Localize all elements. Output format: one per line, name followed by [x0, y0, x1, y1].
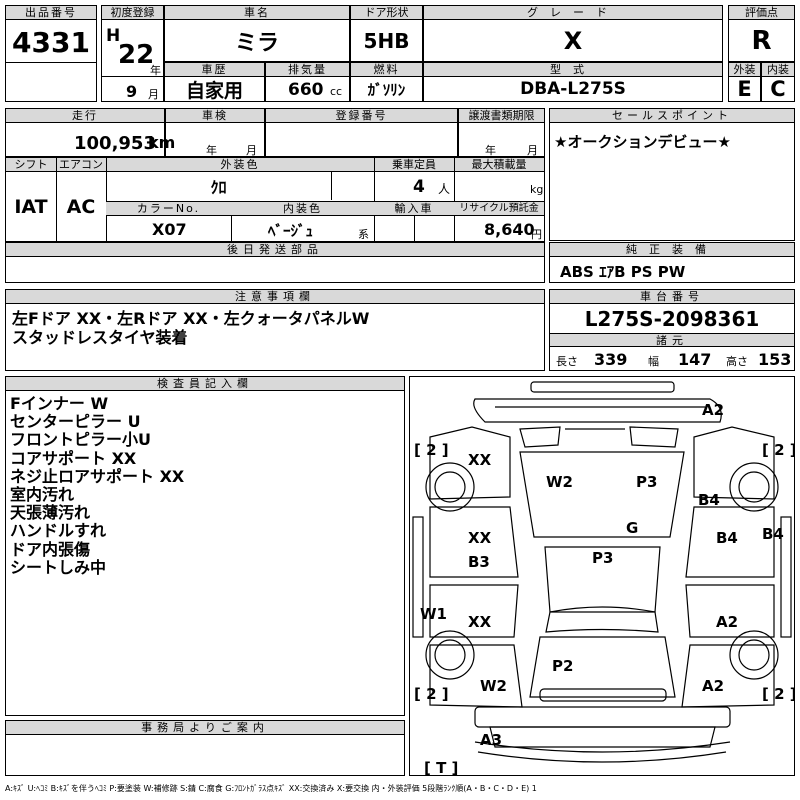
damage-mark-21: A3 [480, 731, 502, 749]
damage-mark-6: B4 [698, 491, 720, 509]
notes-box: 注意事項欄 左Fドア XX・左Rドア XX・左クォータパネルW スタッドレスタイ… [5, 289, 545, 371]
damage-mark-3: XX [468, 451, 492, 469]
score: R [751, 26, 772, 56]
inspector-remark-2: フロントピラー小U [10, 430, 151, 450]
registration-number-box: 登録番号 [265, 108, 458, 157]
color-number: X07 [152, 220, 187, 239]
notes-line-1: 左Fドア XX・左Rドア XX・左クォータパネルW [12, 309, 370, 328]
damage-mark-12: P3 [592, 549, 613, 567]
registration-month: 9 [126, 82, 138, 101]
genuine-equipment: ABS ｴｱB PS PW [560, 263, 686, 281]
specs-block: シフト エアコン 外装色 乗車定員 最大積載量 IAT AC ｸﾛ 4 人 kg… [5, 157, 545, 242]
notes-line-2: スタッドレスタイヤ装着 [12, 328, 188, 347]
length-value: 339 [594, 350, 628, 369]
car-name-box: 車名 ミラ [164, 5, 350, 62]
exterior-color: ｸﾛ [210, 178, 227, 197]
car-name: ミラ [234, 31, 279, 56]
height-value: 153 [758, 350, 792, 369]
lot-number-header: 出品番号 [6, 6, 96, 20]
fuel-box: 燃料 ｶﾞｿﾘﾝ [350, 62, 423, 102]
inspector-remark-5: 室内汚れ [10, 485, 75, 505]
first-registration-box: 初度登録 H 22 年 9 月 [101, 5, 164, 102]
chassis-number: L275S-2098361 [584, 307, 760, 331]
lot-number-box: 出品番号 4331 [5, 5, 97, 102]
damage-mark-18: A2 [702, 677, 724, 695]
recycle-deposit: 8,640 [484, 220, 535, 239]
damage-mark-10: B4 [762, 525, 784, 543]
displacement-box: 排気量 660 cc [265, 62, 350, 102]
damage-mark-2: [ 2 ] [762, 441, 794, 459]
shift: IAT [14, 195, 48, 218]
era: H [106, 26, 121, 46]
damage-mark-14: XX [468, 613, 492, 631]
inspector-remark-7: ハンドルすれ [10, 521, 107, 541]
damage-mark-11: B3 [468, 553, 490, 571]
damage-mark-16: P2 [552, 657, 573, 675]
office-notice-box: 事務局よりご案内 [5, 720, 405, 776]
displacement: 660 [288, 80, 324, 100]
exterior-grade: E [737, 77, 752, 101]
later-parts-box: 後日発送部品 [5, 242, 545, 283]
model-code: DBA-L275S [520, 79, 626, 99]
inspection-box: 車検 年 月 [165, 108, 265, 157]
interior-color: ﾍﾞｰｼﾞｭ [268, 222, 314, 240]
inspector-remark-6: 天張薄汚れ [10, 503, 91, 523]
inspector-remark-8: ドア内張傷 [10, 539, 91, 559]
mileage: 100,953 [74, 133, 156, 154]
passenger-capacity: 4 [413, 177, 425, 197]
inspector-remark-1: センターピラー U [10, 412, 141, 432]
lot-number: 4331 [12, 25, 90, 59]
model-box: 型式 DBA-L275S [423, 62, 723, 102]
damage-mark-19: [ 2 ] [414, 685, 449, 703]
sales-point-box: セールスポイント ★オークションデビュー★ [549, 108, 795, 241]
door-type-box: ドア形状 5HB [350, 5, 423, 62]
inspector-remark-0: Fインナー W [10, 394, 109, 413]
damage-mark-4: W2 [546, 473, 573, 491]
aircon: AC [66, 195, 96, 218]
damage-mark-17: W2 [480, 677, 507, 695]
damage-mark-7: G [626, 519, 638, 537]
genuine-equipment-box: 純正装備 ABS ｴｱB PS PW [549, 242, 795, 283]
interior-grade: C [770, 77, 786, 101]
car-history: 自家用 [185, 79, 243, 102]
inspector-remark-4: ネジ止ロアサポート XX [10, 466, 185, 486]
damage-mark-13: W1 [420, 605, 447, 623]
damage-mark-22: [ T ] [424, 759, 458, 775]
grade: X [563, 27, 583, 55]
first-registration-header: 初度登録 [102, 6, 163, 20]
history-box: 車歴 自家用 [164, 62, 265, 102]
damage-mark-8: XX [468, 529, 492, 547]
registration-year: 22 [118, 40, 155, 70]
fuel: ｶﾞｿﾘﾝ [367, 80, 406, 99]
exterior-grade-box: 外装 E [728, 62, 761, 102]
inspector-remark-9: シートしみ中 [10, 557, 107, 577]
score-box: 評価点 R [728, 5, 795, 62]
door-type: 5HB [363, 29, 410, 53]
grade-box: グレード X [423, 5, 723, 62]
interior-grade-box: 内装 C [761, 62, 795, 102]
sales-point-text: ★オークションデビュー★ [554, 133, 731, 151]
inspector-remark-3: コアサポート XX [10, 448, 137, 468]
damage-mark-15: A2 [716, 613, 738, 631]
width-value: 147 [678, 350, 712, 369]
damage-mark-5: P3 [636, 473, 657, 491]
chassis-box: 車台番号 L275S-2098361 諸元 長さ 339 幅 147 高さ 15… [549, 289, 795, 371]
legend-text: A:ｷｽﾞ U:ﾍｺﾐ B:ｷｽﾞを伴うﾍｺﾐ P:要塗装 W:補修跡 S:錆 … [5, 784, 537, 793]
damage-mark-1: [ 2 ] [414, 441, 449, 459]
transfer-deadline-box: 譲渡書類期限 年 月 [458, 108, 545, 157]
damage-mark-9: B4 [716, 529, 738, 547]
damage-mark-20: [ 2 ] [762, 685, 794, 703]
mileage-box: 走行 100,953 km [5, 108, 175, 157]
damage-mark-0: A2 [702, 401, 724, 419]
